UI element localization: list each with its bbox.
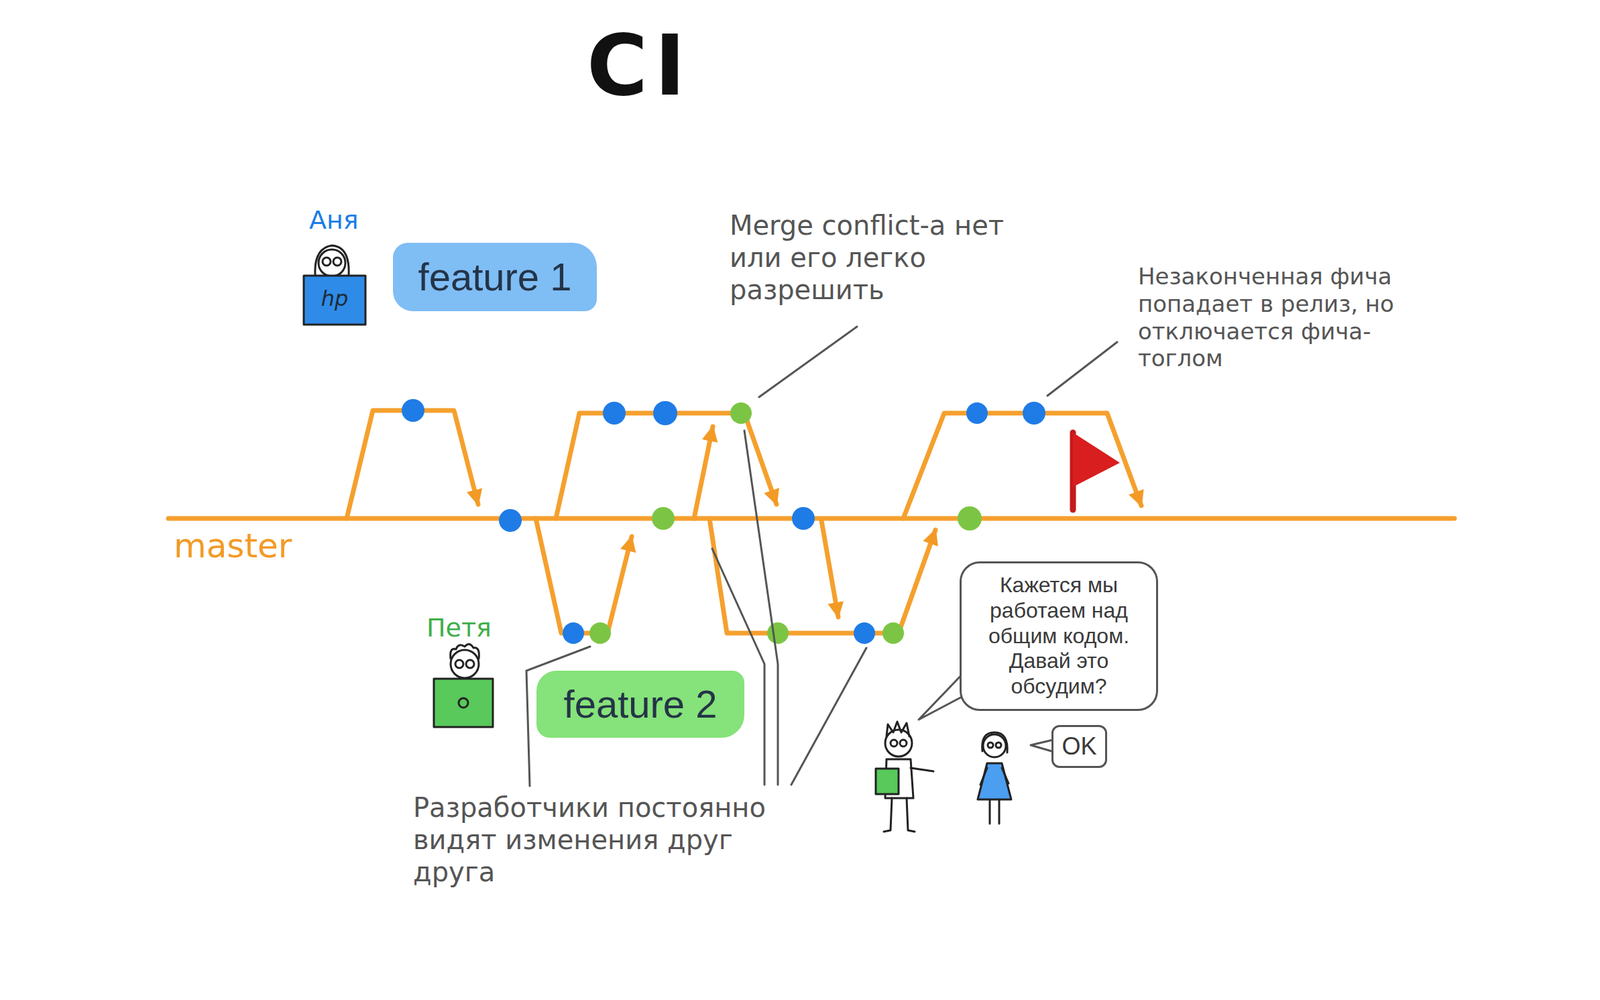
person-figure — [899, 739, 907, 747]
person-figure — [466, 659, 475, 668]
commit-dots — [589, 622, 611, 644]
person-figure — [450, 649, 479, 678]
person-figure — [883, 797, 892, 832]
person-figure — [875, 768, 899, 794]
person-figure — [450, 643, 480, 659]
speech-tail — [918, 670, 966, 720]
commit-dots — [966, 402, 988, 424]
person-figure — [983, 734, 1006, 758]
person-figure — [987, 742, 994, 748]
text-label: Merge conflict-а нет или его легко разре… — [729, 209, 1005, 306]
person-figure — [433, 678, 493, 727]
commit-dots — [1022, 401, 1046, 425]
text-label: Разработчики постоянно видят изменения д… — [413, 791, 776, 888]
person-figure — [458, 698, 469, 708]
person-figure — [333, 257, 342, 266]
commit-dots — [653, 401, 678, 426]
commit-dots — [562, 622, 585, 644]
person-figure — [890, 739, 898, 747]
branch-lines — [535, 518, 632, 634]
red-flag — [1072, 432, 1120, 510]
node-text: OK — [1061, 732, 1097, 760]
leader-line — [712, 548, 765, 785]
commit-dots — [602, 401, 626, 425]
person-figure — [886, 721, 910, 737]
text-label: master — [173, 525, 292, 566]
highlight-band: feature 2 — [536, 670, 745, 738]
leader-line — [744, 430, 778, 785]
text-label: Незаконченная фича попадает в релиз, но … — [1137, 262, 1454, 373]
speech-bubble: Кажется мы работаем над общим кодом. Дав… — [959, 561, 1159, 711]
text-label: hp — [303, 285, 366, 312]
person-figure — [303, 275, 366, 325]
commit-dots — [651, 506, 675, 530]
person-figure — [318, 249, 346, 277]
commit-dots — [957, 506, 982, 531]
person-figure — [455, 659, 464, 668]
leader-line — [1047, 341, 1118, 396]
branch-lines — [903, 413, 1142, 519]
commit-dots — [401, 398, 1046, 644]
person-figure — [989, 799, 1000, 824]
commit-dots — [791, 506, 815, 530]
person-figure — [906, 797, 915, 832]
person-figure — [980, 767, 1009, 785]
person-figure — [303, 245, 1012, 832]
commit-dots — [882, 622, 904, 644]
person-figure — [910, 767, 934, 772]
node-text: feature 1 — [418, 254, 573, 300]
speech-bubble: OK — [1051, 724, 1108, 768]
leader-line — [791, 647, 867, 785]
text-label: Аня — [309, 205, 359, 237]
commit-dots — [767, 622, 789, 644]
commit-dots — [498, 508, 522, 532]
leader-line — [759, 326, 857, 397]
branch-lines — [168, 410, 1455, 634]
text-label: Петя — [426, 612, 492, 644]
person-figure — [977, 763, 1012, 800]
commit-dots — [853, 622, 876, 644]
branch-lines — [821, 520, 839, 617]
branch-lines — [346, 410, 479, 519]
person-figure — [995, 742, 1002, 748]
person-figure — [322, 257, 331, 266]
branch-lines — [555, 413, 777, 519]
diagram-title: CI — [586, 20, 693, 112]
leader-line — [526, 326, 1118, 786]
commit-dots — [730, 402, 752, 424]
red-flag — [1072, 432, 1120, 487]
commit-dots — [401, 398, 425, 422]
highlight-band: feature 1 — [392, 242, 597, 312]
node-text: feature 2 — [563, 681, 718, 727]
branch-lines — [694, 426, 713, 519]
node-text: Кажется мы работаем над общим кодом. Дав… — [975, 572, 1143, 700]
